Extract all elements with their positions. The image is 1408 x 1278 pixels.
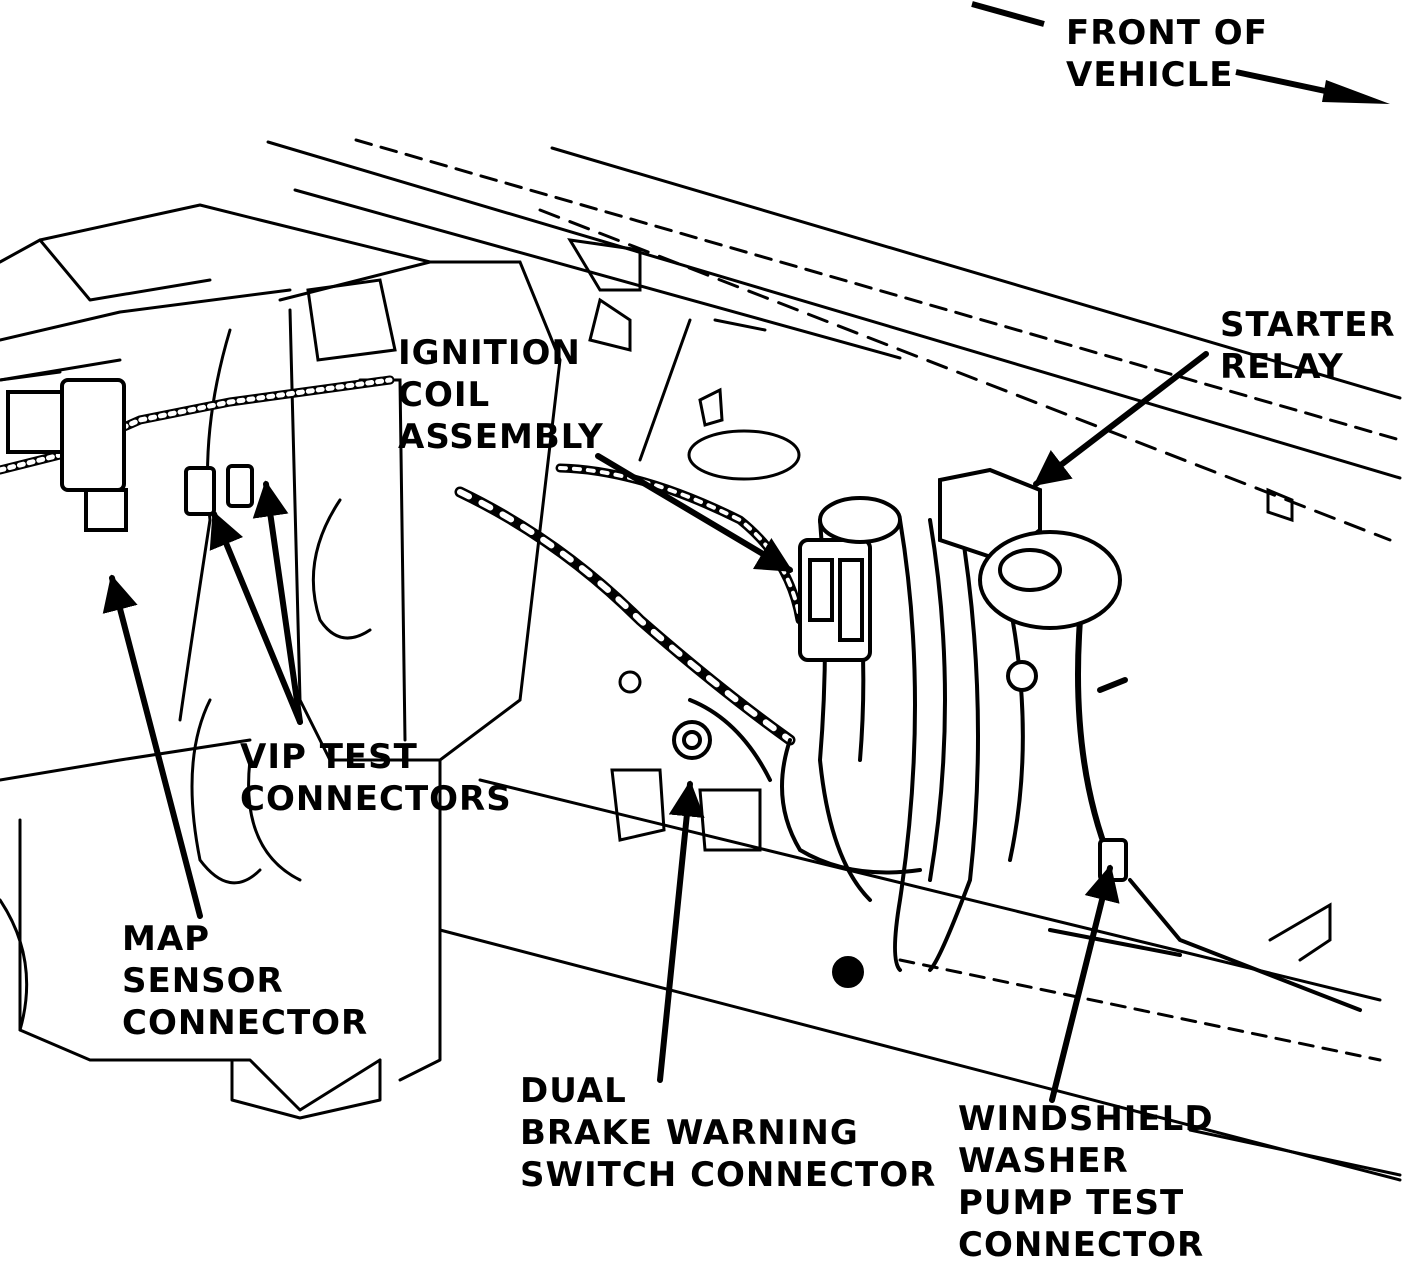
- map-sensor-line-3: CONNECTOR: [122, 1003, 369, 1043]
- ignition-coil-line-3: ASSEMBLY: [398, 417, 604, 457]
- starter-relay-arrow: [1033, 351, 1209, 487]
- vip-test-arrow-2: [252, 480, 303, 725]
- vehicle-body-outline: [0, 138, 1402, 1182]
- vip-test-connectors: [184, 464, 254, 516]
- brake-warning-line-2: BRAKE WARNING: [520, 1113, 859, 1153]
- map-sensor: [6, 378, 128, 532]
- vip-test-line-1: VIP TEST: [240, 737, 418, 777]
- map-sensor-line-2: SENSOR: [122, 961, 284, 1001]
- dual-brake-warning-switch-label: DUAL BRAKE WARNING SWITCH CONNECTOR: [520, 1070, 936, 1196]
- ignition-coil-line-1: IGNITION: [398, 333, 581, 373]
- starter-relay: [938, 467, 1122, 692]
- washer-pump-arrow: [1049, 864, 1120, 1103]
- starter-relay-line-2: RELAY: [1220, 347, 1344, 387]
- starter-relay-label: STARTER RELAY: [1220, 304, 1396, 388]
- washer-pump-line-2: WASHER: [958, 1141, 1129, 1181]
- brake-switch-arrow: [657, 780, 705, 1083]
- front-of-vehicle-line-2: VEHICLE: [1066, 55, 1234, 95]
- front-of-vehicle-indicator: [971, 1, 1390, 104]
- map-sensor-connector-label: MAP SENSOR CONNECTOR: [122, 918, 368, 1044]
- ignition-coil: [798, 496, 902, 662]
- wiring-harness: [0, 375, 1362, 1012]
- vip-test-arrow-1: [209, 510, 303, 725]
- callout-arrows: [102, 351, 1209, 1103]
- ignition-coil-arrow: [595, 453, 794, 573]
- ignition-coil-line-2: COIL: [398, 375, 491, 415]
- brake-warning-line-1: DUAL: [520, 1071, 627, 1111]
- vip-test-connectors-label: VIP TEST CONNECTORS: [240, 736, 512, 820]
- washer-pump-line-1: WINDSHIELD: [958, 1099, 1214, 1139]
- map-sensor-line-1: MAP: [122, 919, 211, 959]
- washer-pump-line-3: PUMP TEST: [958, 1183, 1185, 1223]
- map-sensor-arrow: [102, 574, 203, 919]
- brake-warning-line-3: SWITCH CONNECTOR: [520, 1155, 937, 1195]
- front-of-vehicle-line-1: FRONT OF: [1066, 13, 1268, 53]
- firewall-panel: [178, 238, 1332, 962]
- vip-test-line-2: CONNECTORS: [240, 779, 512, 819]
- brake-switch-connector: [672, 720, 712, 760]
- windshield-washer-pump-label: WINDSHIELD WASHER PUMP TEST CONNECTOR: [958, 1098, 1214, 1266]
- starter-relay-line-1: STARTER: [1220, 305, 1396, 345]
- washer-pump-connector: [832, 838, 1128, 988]
- ignition-coil-assembly-label: IGNITION COIL ASSEMBLY: [398, 332, 604, 458]
- front-of-vehicle-label: FRONT OF VEHICLE: [1066, 12, 1268, 96]
- washer-pump-line-4: CONNECTOR: [958, 1225, 1205, 1265]
